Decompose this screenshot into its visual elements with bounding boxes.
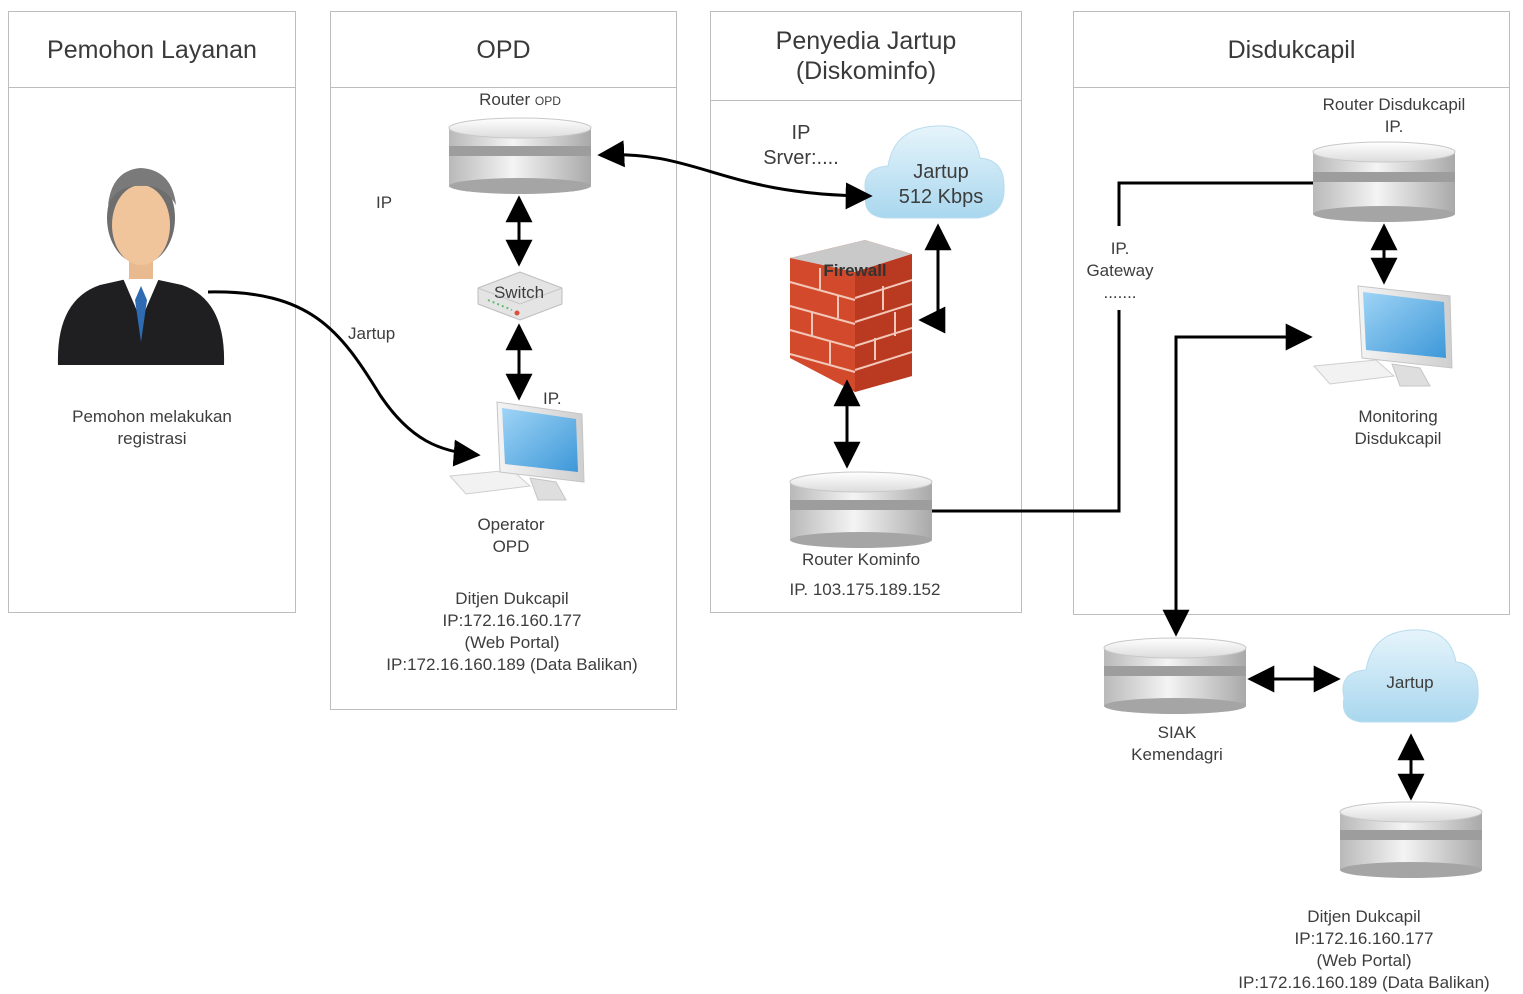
gateway-line2: Gateway (1086, 261, 1154, 280)
monitoring-line1: Monitoring (1358, 407, 1438, 426)
lane-title-line1: Penyedia Jartup (775, 27, 957, 55)
firewall-icon (789, 240, 913, 392)
external-ditjen-info: Ditjen Dukcapil IP:172.16.160.177 (Web P… (1206, 906, 1522, 994)
user-person-icon (57, 168, 225, 365)
switch-icon (477, 271, 563, 321)
router-disdukcapil-line2: IP. (1384, 117, 1404, 136)
gateway-line1: IP. (1110, 239, 1130, 258)
ext-ditjen-line1: Ditjen Dukcapil (1307, 907, 1421, 926)
connector-kominfo-gateway (932, 310, 1121, 513)
lane-title: Disdukcapil (1074, 12, 1509, 88)
router-opd-label-suffix: OPD (534, 94, 561, 108)
router-disdukcapil-icon (1312, 141, 1456, 222)
ditjen-line3: (Web Portal) (464, 633, 560, 652)
opd-pc-ip-label: IP. (543, 389, 562, 408)
external-cloud-label: Jartup (1386, 673, 1434, 692)
connectors (207, 140, 1425, 801)
operator-line1: Operator (477, 515, 545, 534)
operator-opd-label: Operator OPD (441, 514, 581, 558)
cloud-line1: Jartup (913, 161, 969, 183)
router-opd-icon (448, 117, 592, 194)
operator-computer-icon (448, 401, 585, 501)
opd-ditjen-info: Ditjen Dukcapil IP:172.16.160.177 (Web P… (352, 588, 672, 676)
monitoring-line2: Disdukcapil (1354, 429, 1442, 448)
router-kominfo-icon (789, 471, 933, 548)
firewall-label: Firewall (823, 261, 887, 280)
router-disdukcapil-label: Router Disdukcapil IP. (1300, 94, 1488, 138)
connector-user-to-operator (207, 290, 481, 467)
switch-label: Switch (493, 283, 545, 302)
connector-firewall-cloud (918, 223, 952, 334)
pemohon-caption: Pemohon melakukan registrasi (30, 406, 274, 450)
siak-label: SIAK Kemendagri (1110, 722, 1244, 766)
ip-server-line2: Srver:.... (763, 147, 839, 169)
lane-title-line2: (Diskominfo) (795, 57, 937, 85)
router-opd-label-text: Router (479, 90, 531, 109)
connector-siak-monitoring (1162, 323, 1313, 637)
monitoring-label: Monitoring Disdukcapil (1328, 406, 1468, 450)
gateway-line3: ....... (1103, 283, 1137, 302)
monitoring-computer-icon (1312, 285, 1453, 387)
router-kominfo-label: Router Kominfo (801, 550, 921, 569)
gateway-label: IP. Gateway ....... (1075, 238, 1165, 304)
lane-title: Pemohon Layanan (9, 12, 295, 88)
lane-title: Penyedia Jartup (Diskominfo) (711, 12, 1021, 101)
siak-line2: Kemendagri (1131, 745, 1223, 764)
opd-jartup-label: Jartup (348, 324, 396, 343)
siak-server-icon (1103, 637, 1247, 714)
ip-server-label: IP Srver:.... (750, 121, 852, 171)
cloud-line2: 512 Kbps (898, 186, 984, 208)
ext-ditjen-line3: (Web Portal) (1316, 951, 1412, 970)
caption-line2: registrasi (117, 429, 187, 448)
ext-ditjen-line2: IP:172.16.160.177 (1294, 929, 1434, 948)
ditjen-line2: IP:172.16.160.177 (442, 611, 582, 630)
jartup-cloud-label: Jartup 512 Kbps (880, 160, 1002, 210)
opd-ip-label: IP (376, 193, 393, 212)
connector-router-opd-cloud (597, 140, 873, 210)
caption-line1: Pemohon melakukan (72, 407, 232, 426)
ditjen-line4: IP:172.16.160.189 (Data Balikan) (386, 655, 638, 674)
operator-line2: OPD (492, 537, 530, 556)
router-opd-label: Router OPD (440, 89, 600, 112)
router-kominfo-ip: IP. 103.175.189.152 (789, 580, 941, 599)
connector-gateway-router-disdukcapil (1117, 181, 1313, 226)
siak-line1: SIAK (1157, 723, 1197, 742)
external-jartup-cloud-icon (1342, 629, 1479, 723)
ditjen-server-icon (1339, 801, 1483, 878)
lane-title: OPD (331, 12, 676, 88)
ip-server-line1: IP (791, 122, 811, 144)
ditjen-line1: Ditjen Dukcapil (455, 589, 569, 608)
ext-ditjen-line4: IP:172.16.160.189 (Data Balikan) (1238, 973, 1490, 992)
router-disdukcapil-line1: Router Disdukcapil (1322, 95, 1466, 114)
